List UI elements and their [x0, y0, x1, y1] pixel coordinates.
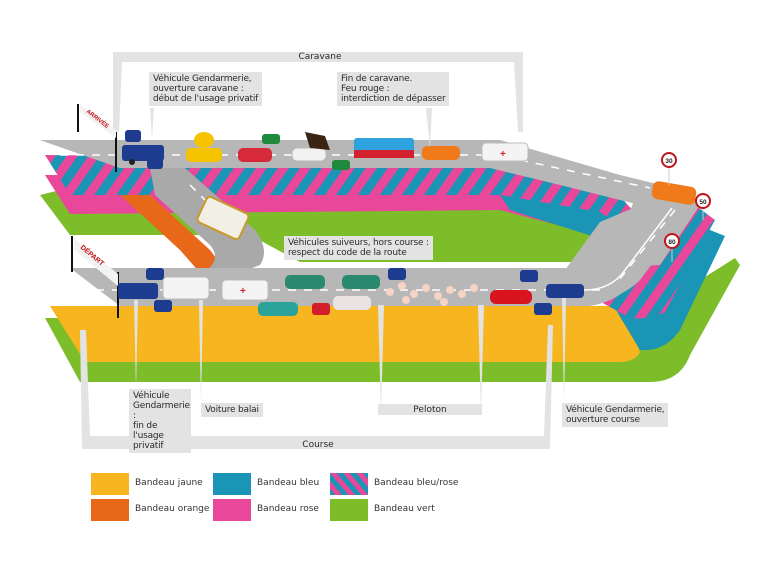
- upper-road: [40, 140, 700, 270]
- gendarmerie-moto: [125, 130, 141, 142]
- team-car: [333, 296, 371, 310]
- red-moto: [312, 303, 330, 315]
- yellow-jersey-car: [186, 148, 222, 162]
- gendarmerie-moto: [388, 268, 406, 280]
- course-bracket-label: Course: [302, 440, 334, 450]
- gendarmerie-moto: [146, 268, 164, 280]
- svg-text:30: 30: [665, 158, 673, 165]
- callout-gendarmerie-end: Véhicule Gendarmerie : fin de l'usage pr…: [129, 389, 191, 453]
- speed-sign-50: 50: [695, 193, 711, 220]
- team-car: [258, 302, 298, 316]
- svg-text:+: +: [500, 149, 506, 160]
- legend-swatch-orange: [91, 499, 129, 521]
- svg-text:50: 50: [699, 199, 707, 206]
- ambulance: [481, 142, 529, 162]
- upper-striped-layer: [45, 155, 640, 224]
- gendarmerie-car: [546, 284, 584, 298]
- svg-text:80: 80: [668, 239, 676, 246]
- legend-swatch-jaune: [91, 473, 129, 495]
- arrivee-banner-text: ARRIVÉE: [85, 107, 111, 130]
- speed-sign-80: 80: [664, 233, 680, 262]
- svg-text:+: +: [240, 286, 246, 297]
- gendarmerie-moto: [520, 270, 538, 282]
- callout-pointers: [80, 108, 566, 449]
- gendarmerie-moto: [534, 303, 552, 315]
- callout-caravane-end: Fin de caravane. Feu rouge : interdictio…: [337, 72, 450, 106]
- orange-connector-layer: [120, 195, 240, 290]
- vehicles: + +: [118, 130, 697, 316]
- green-moto: [262, 134, 280, 144]
- bus: [196, 195, 250, 241]
- green-moto: [332, 160, 350, 170]
- callout-broom-wagon: Voiture balai: [201, 403, 263, 417]
- callout-course-opening: Véhicule Gendarmerie, ouverture course: [562, 403, 669, 427]
- red-car: [490, 290, 532, 304]
- caravane-bracket: [113, 52, 523, 132]
- gendarmerie-moto: [147, 157, 163, 169]
- broom-wagon: [162, 276, 210, 300]
- legend-swatch-bleu-rose: [330, 473, 368, 495]
- legend-swatch-vert: [330, 499, 368, 521]
- gendarmerie-moto: [154, 300, 172, 312]
- horse-car: [291, 147, 327, 162]
- team-car: [285, 275, 325, 289]
- orange-car: [422, 146, 460, 160]
- caravane-bracket-label: Caravane: [298, 52, 342, 62]
- ambulance: [221, 279, 269, 301]
- lower-yellow-layer: [50, 306, 640, 362]
- callout-followers: Véhicules suiveurs, hors course : respec…: [284, 236, 433, 260]
- checkered-car: [238, 148, 272, 162]
- gendarmerie-van: [118, 283, 158, 299]
- callout-caravane-opening: Véhicule Gendarmerie, ouverture caravane…: [149, 72, 263, 106]
- speed-sign-30: 30: [661, 152, 677, 185]
- peloton-riders: [386, 282, 478, 306]
- legend-swatch-bleu: [213, 473, 251, 495]
- peloton-bracket-label: Peloton: [413, 405, 447, 415]
- orange-car-turn: [651, 181, 697, 205]
- team-car: [342, 275, 380, 289]
- legend-swatch-rose: [213, 499, 251, 521]
